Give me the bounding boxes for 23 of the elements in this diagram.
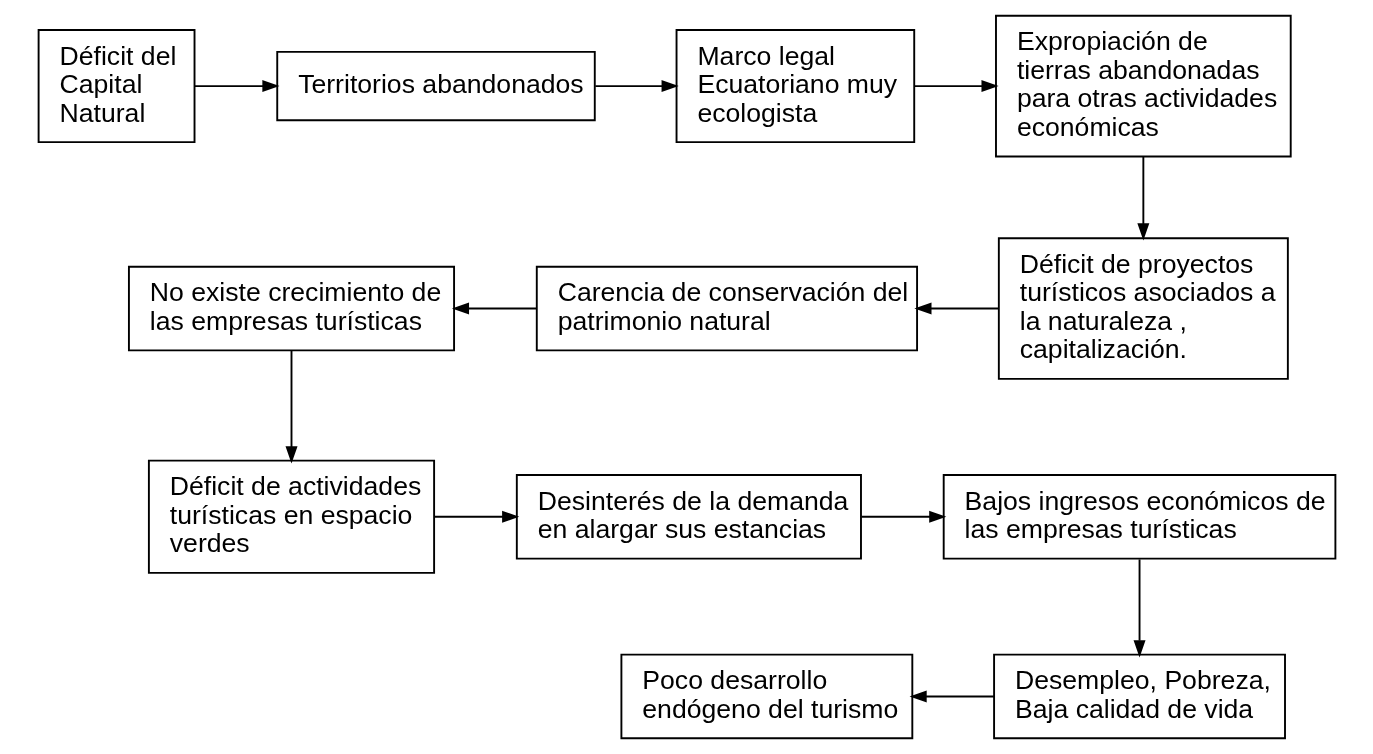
node-box: Territorios abandonados bbox=[275, 50, 596, 122]
node-box: Déficit de proyectos turísticos asociados a la naturaleza , capitalización. bbox=[997, 237, 1289, 380]
arrow bbox=[193, 80, 279, 93]
arrow bbox=[912, 80, 999, 93]
node-box: Carencia de conservación del patrimonio natural bbox=[535, 265, 918, 352]
node-box: Déficit de actividades turísticas en espacio verdes bbox=[147, 459, 435, 574]
node-box: Poco desarrollo endógeno del turismo bbox=[619, 653, 913, 740]
arrow bbox=[432, 510, 519, 523]
node-box: Déficit del Capital Natural bbox=[37, 29, 195, 144]
node-box: No existe crecimiento de las empresas turísticas bbox=[127, 265, 455, 352]
arrow bbox=[593, 80, 679, 93]
arrow bbox=[285, 349, 297, 464]
arrow bbox=[1133, 558, 1146, 658]
node-box: Marco legal Ecuatoriano muy ecologista bbox=[675, 29, 915, 144]
node-box: Bajos ingresos económicos de las empresas turísticas bbox=[942, 473, 1336, 560]
arrow bbox=[1136, 155, 1149, 241]
node-box: Expropiación de tierras abandonadas para otras actividades económicas bbox=[994, 14, 1292, 158]
node-box: Desempleo, Pobreza, Baja calidad de vida bbox=[992, 653, 1286, 740]
arrow bbox=[859, 510, 946, 523]
arrow bbox=[913, 302, 999, 315]
node-box: Desinterés de la demanda en alargar sus estancias bbox=[515, 473, 862, 560]
arrow bbox=[909, 690, 995, 703]
arrow bbox=[451, 302, 538, 315]
